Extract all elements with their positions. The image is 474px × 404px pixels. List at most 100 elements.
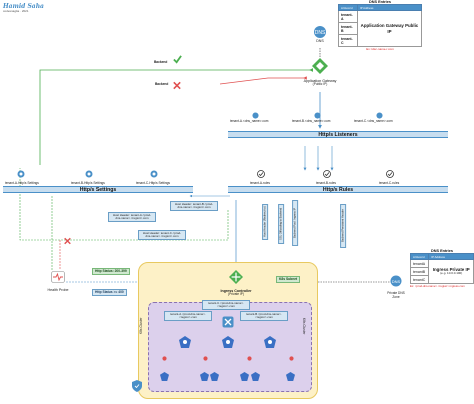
health-probe-icon <box>51 271 65 283</box>
ingress-controller: Ingress Controller (Private IP) <box>212 270 260 297</box>
pod-icon-3 <box>210 372 219 381</box>
rules-bar: Http/s Rules <box>228 186 448 193</box>
settings-note-c: Host Header: tenant-C.<prod-dns-name>.<r… <box>138 230 186 240</box>
dns-icon-wrap: DNS DNS <box>313 25 327 43</box>
app-gateway: Application Gateway (Public IP) <box>298 58 342 87</box>
k8s-cluster-label-right: K8s Cluster <box>302 318 306 335</box>
settings-note-a: Host Header: tenant-A.<prod-dns-name>.<r… <box>108 212 156 222</box>
dns-private-ip: Ingress Private IP (e.g. 10.0.0.100) <box>428 259 474 284</box>
private-dns-icon: DNS <box>390 275 402 287</box>
settings-note-b: Host Header: tenant-B.<prod-dns-name>.<r… <box>170 201 218 211</box>
ingress-rule-a: tenant-A.<prod-dns-name>.<region>.com <box>164 311 212 321</box>
dns-private-title: DNS Entries <box>431 249 453 253</box>
settings-item-b: tenant-B-Http/s Settings <box>71 181 105 185</box>
pod-icon-5 <box>251 372 260 381</box>
dns-top-row-b: tenant-B <box>338 22 358 35</box>
svg-text:DNS: DNS <box>315 30 326 36</box>
listener-icon-a <box>252 112 259 119</box>
rules-icon-b <box>323 170 331 178</box>
dns-private-row-c: tenantC <box>409 275 430 284</box>
cross-icon <box>173 81 181 90</box>
pod-icon-6 <box>286 372 295 381</box>
rules-icon-a <box>257 170 265 178</box>
settings-icon-a <box>17 170 25 178</box>
brand-badge: Hamid Saha codesnagita · 2021 <box>3 3 44 13</box>
service-icon-a <box>179 336 191 348</box>
svg-text:DNS: DNS <box>392 279 401 284</box>
dns-private-row-a: tenantA <box>409 259 430 268</box>
dns-label: DNS <box>316 39 324 43</box>
health-probe-label: Health Probe <box>47 288 69 292</box>
vertical-note-pool: Backend Pool: Ingress IP <box>292 200 299 246</box>
pod-status-icon-3 <box>247 356 252 361</box>
rules-item-a: tenant-A-rules <box>250 181 271 185</box>
http-status-ok: Http Status: 200-399 <box>92 268 130 275</box>
settings-icon-c <box>150 170 158 178</box>
shield-icon <box>132 380 142 392</box>
listener-icon-c <box>376 112 383 119</box>
settings-item-a: tenant-A-Http/s Settings <box>5 181 39 185</box>
pod-icon-4 <box>240 372 249 381</box>
backend-ok-label: Backend <box>154 60 168 64</box>
private-dns-sublabel: Zone <box>392 294 400 299</box>
private-dns-label: Private DNS <box>387 291 405 295</box>
rules-bar-label: Http/s Rules <box>322 187 354 193</box>
listener-item-a: tenant-A.<dns_name>.com <box>230 119 269 123</box>
ingress-rule-c: tenant-C.<prod-dns-name>.<region>.com <box>202 300 250 310</box>
dns-top-note: Ex: tdsc-name-r.com <box>366 47 394 51</box>
app-gateway-icon <box>312 58 328 74</box>
pod-icon-2 <box>200 372 209 381</box>
dns-private-row-b: tenantB <box>409 267 430 276</box>
health-probe: Health Probe <box>44 270 72 292</box>
dns-table-top-title: DNS Entries <box>369 0 391 4</box>
listeners-bar: Http/s Listeners <box>228 131 448 138</box>
listener-item-c: tenant-C.<dns_name>.com <box>354 119 393 123</box>
ingress-router-icon <box>222 316 234 328</box>
listeners-bar-label: Http/s Listeners <box>318 132 358 138</box>
ingress-rule-b: tenant-B.<prod-dns-name>.<region>.com <box>240 311 288 321</box>
brand-handle: codesnagita · 2021 <box>3 9 29 13</box>
settings-item-c: tenant-C-Http/s Settings <box>136 181 171 185</box>
dns-top-row-a: tenant-A <box>338 10 358 23</box>
app-gateway-sublabel: (Public IP) <box>312 82 328 87</box>
dns-private-ip-text: Ingress Private IP <box>432 266 470 272</box>
service-icon-c <box>264 336 276 348</box>
settings-icon-b <box>85 170 93 178</box>
rules-item-b: tenant-B-rules <box>316 181 337 185</box>
pod-status-icon-1 <box>162 356 167 361</box>
vertical-note-ssl: SSL Offloading to Backend <box>278 204 285 244</box>
health-cross-icon <box>64 237 71 245</box>
check-icon <box>173 55 182 64</box>
dns-top-ip: Application Gateway Public IP <box>356 10 423 47</box>
pod-status-icon-2 <box>203 356 208 361</box>
pod-icon-1 <box>160 372 169 381</box>
vertical-note-host: Host Header (Redirect to) <box>262 204 269 240</box>
listener-item-b: tenant-B.<dns_name>.com <box>292 119 331 123</box>
rules-item-c: tenant-C-rules <box>379 181 400 185</box>
k8s-subnet-label: K8s Subnet <box>276 276 301 283</box>
http-status-bad: Http Status >= 400 <box>92 289 127 296</box>
rules-icon-c <box>386 170 394 178</box>
app-gateway-label: Application Gateway <box>303 79 337 83</box>
ingress-label: Ingress Controller <box>220 289 252 293</box>
vertical-note-persist: Backend Persistent Header <box>340 204 347 248</box>
dns-private-ip-example: (e.g. 10.0.0.100) <box>440 271 463 276</box>
dns-top-row-c: tenant-C <box>338 34 358 47</box>
dns-private-note: Ex: <prod-dns-name>.<region>.ingress.com <box>410 284 465 288</box>
pod-status-icon-4 <box>289 356 294 361</box>
settings-bar: Http/s Settings <box>3 186 193 193</box>
k8s-cluster-label-left: K8s Cluster <box>139 317 143 334</box>
listener-icon-b <box>314 112 321 119</box>
brand-name: Hamid Saha <box>3 3 44 10</box>
ingress-icon <box>229 270 243 284</box>
private-dns-zone: DNS Private DNS Zone <box>384 274 408 299</box>
ingress-sublabel: (Private IP) <box>228 292 244 297</box>
settings-bar-label: Http/s Settings <box>79 187 117 193</box>
service-icon-b <box>222 336 234 348</box>
backend-bad-label: Backend <box>155 82 169 86</box>
dns-icon: DNS <box>314 26 326 38</box>
